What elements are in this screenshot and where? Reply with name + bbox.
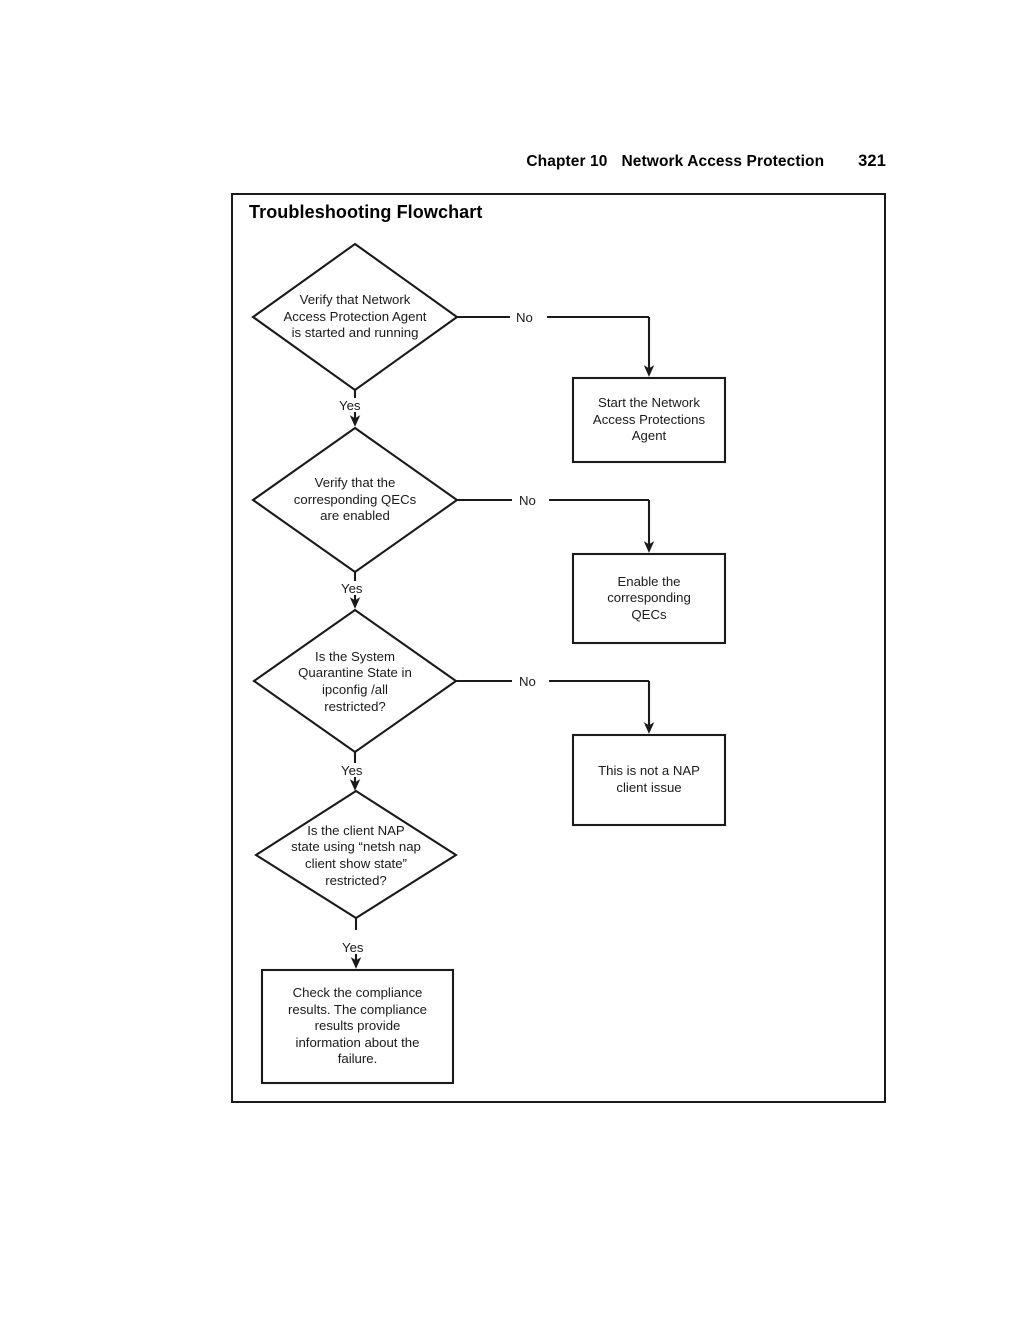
process-node-4-label: Check the compliance results. The compli… — [287, 985, 428, 1067]
decision-node-2-label: Verify that the corresponding QECs are e… — [293, 475, 417, 524]
process-node-3-label: This is not a NAP client issue — [598, 763, 700, 795]
edge-label-no-1: No — [516, 310, 533, 325]
edge-label-yes-2: Yes — [341, 581, 363, 596]
edge-label-yes-4: Yes — [342, 940, 364, 955]
figure-title: Troubleshooting Flowchart — [249, 202, 483, 222]
decision-node-3-label: Is the System Quarantine State in ipconf… — [298, 648, 412, 714]
edge-label-yes-1: Yes — [339, 398, 361, 413]
page-running-head: Chapter 10 Network Access Protection 321 — [0, 152, 886, 171]
decision-node-4-label: Is the client NAP state using “netsh nap… — [291, 822, 421, 888]
process-node-1-label: Start the Network Access Protections Age… — [592, 395, 706, 444]
process-node-2-label: Enable the corresponding QECs — [607, 573, 691, 622]
edge-label-no-3: No — [519, 674, 536, 689]
decision-node-1-label: Verify that Network Access Protection Ag… — [283, 292, 427, 341]
header-chapter-title: Network Access Protection — [621, 153, 825, 170]
header-chapter-label: Chapter 10 — [526, 153, 608, 170]
edge-label-yes-3: Yes — [341, 763, 363, 778]
page-number: 321 — [858, 152, 886, 170]
edge-label-no-2: No — [519, 493, 536, 508]
